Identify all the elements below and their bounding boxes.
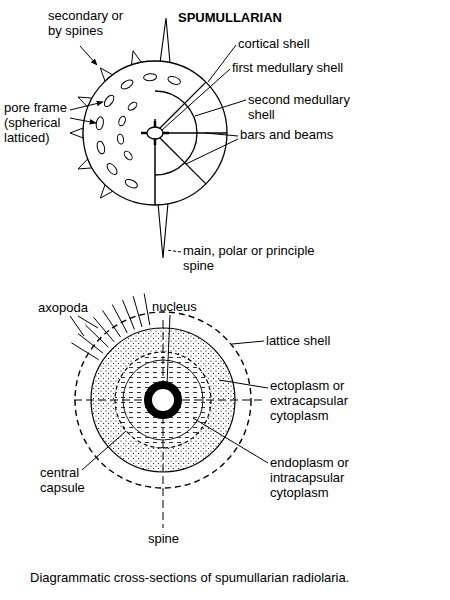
part-label: pore frame (spherical latticed) (4, 100, 74, 145)
leader-line (186, 139, 238, 164)
part-label: axopoda (38, 300, 88, 315)
pore (118, 115, 127, 126)
part-label: secondary or by spines (48, 8, 128, 38)
leader-line (219, 380, 268, 388)
axopod (94, 317, 115, 342)
leader-line (70, 118, 96, 123)
first-medullary-shell (147, 127, 163, 139)
part-label: bars and beams (240, 127, 333, 142)
part-label: nucleus (152, 299, 197, 314)
leader-line (70, 102, 103, 110)
part-label: lattice shell (266, 333, 330, 348)
leader-line (166, 250, 181, 252)
leader-line (80, 46, 97, 65)
axopod (123, 300, 135, 330)
part-label: ectoplasm or extracapsular cytoplasm (270, 378, 362, 423)
nucleus-ring (148, 385, 178, 415)
bar (155, 82, 206, 133)
part-label: endoplasm or intracapsular cytoplasm (270, 455, 362, 500)
leader-line (195, 100, 246, 116)
pore (124, 178, 139, 190)
axopod (133, 296, 142, 327)
leader-line (82, 431, 126, 470)
leader-line (205, 133, 238, 136)
pore (143, 73, 157, 81)
part-label: first medullary shell (232, 60, 343, 75)
leader-line (167, 315, 170, 384)
pore (123, 150, 134, 162)
pore (95, 116, 104, 130)
axopod (85, 325, 108, 347)
axopod (78, 334, 103, 354)
polar-spine (160, 18, 170, 63)
part-label: second medullary shell (248, 92, 360, 122)
by-spine (70, 128, 83, 138)
pore (96, 140, 106, 154)
leader-line (162, 69, 230, 130)
leader-line (78, 316, 98, 328)
pore (127, 101, 139, 112)
leader-line (193, 418, 268, 463)
axis-line (163, 320, 164, 528)
caption: Diagrammatic cross-sections of spumullar… (30, 570, 349, 585)
pore (120, 78, 135, 91)
part-label: cortical shell (238, 36, 310, 51)
axopod (144, 294, 150, 326)
pore (103, 94, 116, 109)
polar-spine (158, 203, 168, 258)
part-label: spine (148, 531, 179, 546)
title: SPUMULLARIAN (130, 10, 330, 25)
pore (167, 75, 182, 86)
part-label: main, polar or principle spine (183, 243, 338, 273)
pore (105, 162, 119, 176)
leader-line (70, 316, 84, 336)
part-label: central capsule (40, 465, 96, 495)
pore (117, 134, 125, 145)
leader-line (232, 341, 264, 344)
